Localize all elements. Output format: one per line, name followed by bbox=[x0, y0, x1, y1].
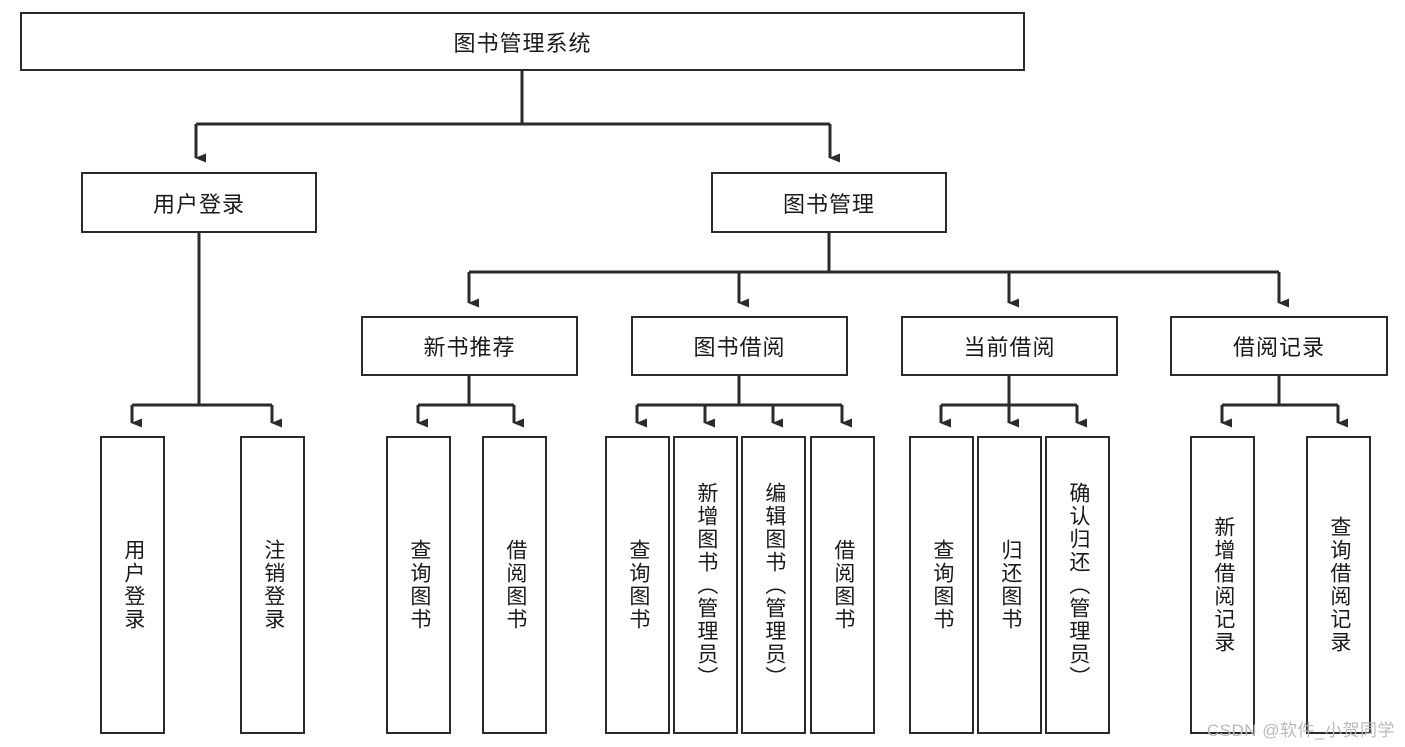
leaf-record-query-record-label: 查询借阅记录 bbox=[1327, 516, 1351, 654]
node-new-book-recommend[interactable]: 新书推荐 bbox=[361, 316, 578, 376]
leaf-borrow-add-book[interactable]: 新增图书（管理员） bbox=[673, 436, 738, 734]
leaf-user-login[interactable]: 用户登录 bbox=[100, 436, 165, 734]
node-borrow-record[interactable]: 借阅记录 bbox=[1170, 316, 1388, 376]
leaf-current-query-book[interactable]: 查询图书 bbox=[909, 436, 974, 734]
leaf-record-query-record[interactable]: 查询借阅记录 bbox=[1306, 436, 1371, 734]
leaf-record-add-record-label: 新增借阅记录 bbox=[1211, 516, 1235, 654]
leaf-borrow-query-book[interactable]: 查询图书 bbox=[605, 436, 670, 734]
node-book-borrow-label: 图书借阅 bbox=[693, 335, 786, 360]
node-current-borrow[interactable]: 当前借阅 bbox=[901, 316, 1118, 376]
leaf-borrow-borrow-book[interactable]: 借阅图书 bbox=[810, 436, 875, 734]
leaf-borrow-edit-book-label: 编辑图书（管理员） bbox=[762, 481, 786, 689]
node-user-login-label: 用户登录 bbox=[152, 191, 245, 217]
node-new-book-recommend-label: 新书推荐 bbox=[423, 335, 516, 360]
node-borrow-record-label: 借阅记录 bbox=[1232, 335, 1325, 360]
leaf-current-confirm-return-label: 确认归还（管理员） bbox=[1066, 481, 1090, 689]
leaf-current-return-book[interactable]: 归还图书 bbox=[977, 436, 1042, 734]
leaf-newbook-borrow-book-label: 借阅图书 bbox=[503, 539, 527, 631]
leaf-current-query-book-label: 查询图书 bbox=[930, 539, 954, 631]
node-book-management[interactable]: 图书管理 bbox=[711, 172, 947, 233]
leaf-current-return-book-label: 归还图书 bbox=[998, 539, 1022, 631]
node-user-login[interactable]: 用户登录 bbox=[81, 172, 317, 233]
leaf-record-add-record[interactable]: 新增借阅记录 bbox=[1190, 436, 1255, 734]
node-root-label: 图书管理系统 bbox=[453, 30, 592, 56]
node-current-borrow-label: 当前借阅 bbox=[963, 335, 1056, 360]
leaf-borrow-edit-book[interactable]: 编辑图书（管理员） bbox=[741, 436, 806, 734]
leaf-newbook-borrow-book[interactable]: 借阅图书 bbox=[482, 436, 547, 734]
leaf-user-logout-label: 注销登录 bbox=[261, 539, 285, 631]
leaf-borrow-borrow-book-label: 借阅图书 bbox=[831, 539, 855, 631]
watermark-text: CSDN @软件_小贺同学 bbox=[1206, 721, 1395, 740]
leaf-user-logout[interactable]: 注销登录 bbox=[240, 436, 305, 734]
leaf-user-login-label: 用户登录 bbox=[121, 539, 145, 631]
node-book-management-label: 图书管理 bbox=[782, 191, 875, 217]
leaf-current-confirm-return[interactable]: 确认归还（管理员） bbox=[1045, 436, 1110, 734]
leaf-borrow-query-book-label: 查询图书 bbox=[626, 539, 650, 631]
node-root[interactable]: 图书管理系统 bbox=[20, 12, 1025, 71]
node-book-borrow[interactable]: 图书借阅 bbox=[631, 316, 848, 376]
leaf-newbook-query-book-label: 查询图书 bbox=[407, 539, 431, 631]
leaf-newbook-query-book[interactable]: 查询图书 bbox=[386, 436, 451, 734]
leaf-borrow-add-book-label: 新增图书（管理员） bbox=[694, 481, 718, 689]
